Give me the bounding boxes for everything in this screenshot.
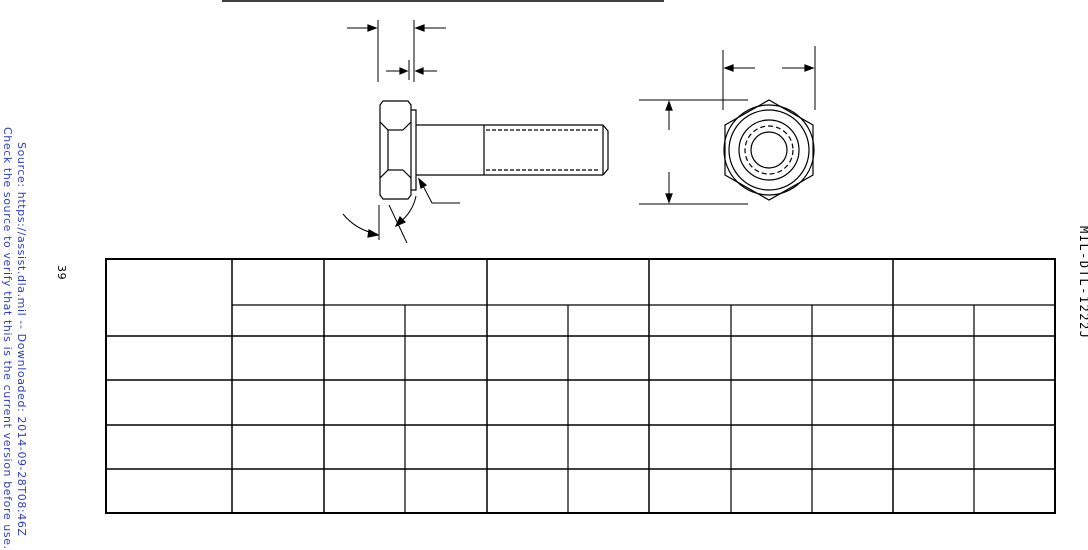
side-view-of-hex-bolt xyxy=(342,20,609,244)
dimension-table xyxy=(105,258,1056,514)
bolt-drawing xyxy=(222,0,816,244)
end-view-of-hex-head xyxy=(639,46,816,205)
